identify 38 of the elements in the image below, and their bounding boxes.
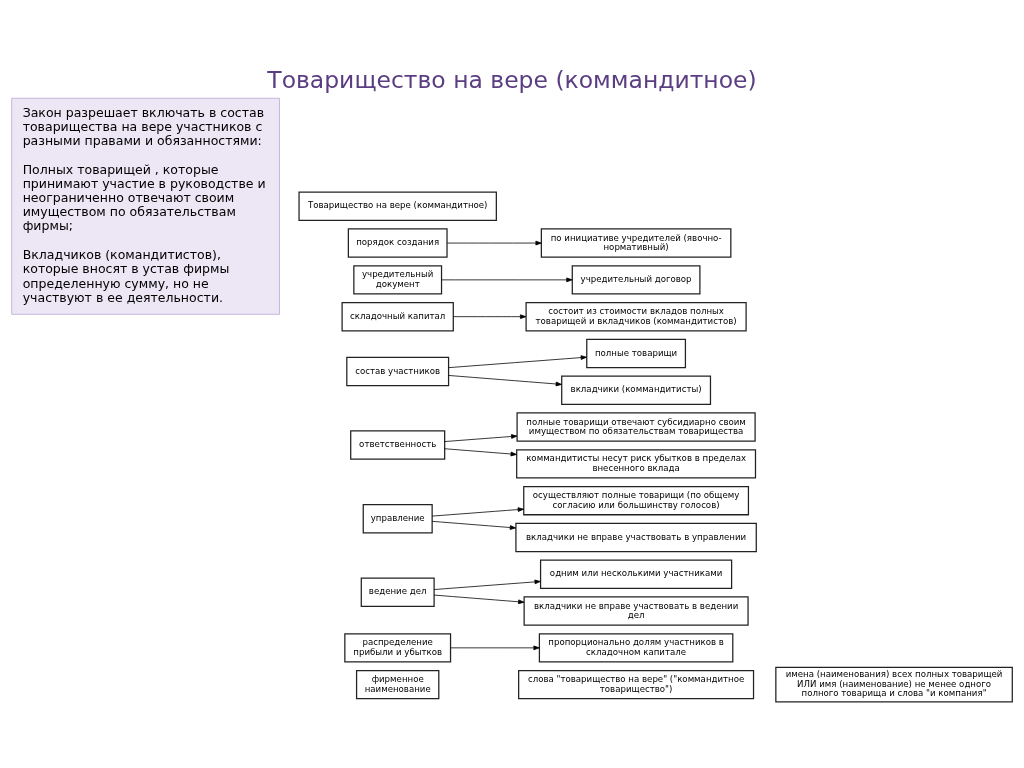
node-box: имена (наименования) всех полных товарищей ИЛИ имя (наименование) не менее одного полного товарища и слова "и компания"	[775, 666, 1013, 703]
node-box: управление	[362, 503, 433, 534]
node-box: состоит из стоимости вкладов полных товарищей и вкладчиков (коммандитистов)	[525, 301, 747, 332]
arrow	[453, 314, 527, 319]
arrow	[433, 594, 525, 605]
node-box: Товарищество на вере (коммандитное)	[298, 191, 497, 221]
node-box: слова "товарищество на вере" ("коммандитное товарищество")	[518, 669, 755, 700]
node-box: по инициативе учредителей (явочно-нормативный)	[540, 228, 732, 258]
node-box: ведение дел	[360, 577, 435, 607]
node-box: полные товарищи	[586, 338, 687, 369]
arrow	[448, 355, 587, 369]
arrow	[444, 434, 518, 442]
node-box: распределение прибыли и убытков	[344, 633, 452, 663]
arrow	[431, 520, 517, 530]
node-box: ответственность	[350, 430, 446, 460]
node-box: вкладчики (коммандитисты)	[561, 375, 712, 405]
node-box: полные товарищи отвечают субсидиарно своим имуществом по обязательствам товарищества	[516, 412, 756, 442]
arrow	[448, 375, 562, 387]
node-box: осуществляют полные товарищи (по общему согласию или большинству голосов)	[523, 485, 750, 516]
node-box: учредительный документ	[353, 265, 443, 295]
node-box: вкладчики не вправе участвовать в управлении	[515, 522, 757, 553]
node-box: вкладчики не вправе участвовать в ведении дел	[523, 596, 749, 626]
node-box: складочный капитал	[341, 301, 454, 332]
arrow	[450, 645, 540, 651]
node-box: состав участников	[346, 356, 450, 387]
node-box: порядок создания	[347, 228, 448, 258]
node-box: пропорционально долям участников в складочном капитале	[538, 633, 734, 663]
node-box: учредительный договор	[571, 265, 701, 295]
arrow	[446, 240, 542, 246]
node-box: одним или несколькими участниками	[539, 559, 733, 589]
arrow	[444, 448, 517, 457]
node-box: Закон разрешает включать в состав товарищества на вере участников с разными правами и обязанностями: Полных товарищей , которые принимают участие в руководстве и неограниченно отвечают своим имуществом по обязательствам фирмы; Вкладчиков (командитистов), которые вносят в устав фирмы определенную сумму, но не участвуют в ее деятельности.	[11, 97, 280, 315]
arrow	[431, 507, 524, 517]
node-box: коммандитисты несут риск убытков в пределах внесенного вклада	[516, 449, 757, 479]
arrow	[441, 277, 573, 283]
diagram-title: Товарищество на вере (коммандитное)	[267, 66, 757, 95]
node-box: фирменное наименование	[355, 669, 440, 700]
arrow	[433, 579, 541, 590]
